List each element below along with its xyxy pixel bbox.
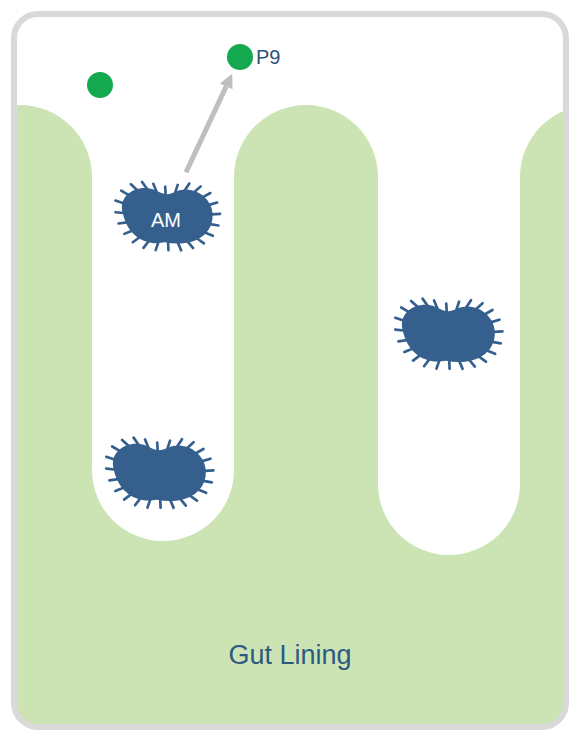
bacterium-pilus (124, 231, 132, 234)
bacterium-pilus (424, 359, 429, 366)
bacterium-pilus (156, 242, 159, 250)
bacterium-pilus (188, 242, 193, 248)
bacterium-pilus (413, 355, 420, 360)
bacterium-pilus (131, 184, 137, 190)
bacterium-body (402, 305, 495, 362)
peptide-dot-fill (227, 44, 253, 70)
bacterium-body (122, 188, 213, 244)
bacterium-pilus (205, 469, 214, 472)
bacterium-pilus (203, 193, 210, 197)
bacterium-pilus (404, 349, 412, 352)
bacterium-pilus (210, 224, 218, 225)
bacterium-pilus (142, 182, 147, 189)
bacterium-pilus (170, 500, 173, 508)
gut-background (14, 14, 566, 727)
bacterium (106, 438, 213, 508)
bacterium (395, 299, 502, 369)
gut-lining: Gut Lining (14, 100, 566, 727)
bacterium-pilus (122, 440, 128, 446)
bacterium-pilus (209, 203, 217, 205)
bacterium-pilus (212, 213, 220, 216)
bacterium-pilus (147, 499, 150, 507)
bacterium-pilus (159, 499, 162, 508)
bacterium-pilus (144, 241, 149, 248)
bacterium-pilus (167, 242, 170, 250)
bacterium-body (113, 444, 206, 501)
bacterium-pilus (124, 494, 131, 499)
bacterium-pilus (121, 191, 128, 195)
bacterium-pilus (178, 243, 181, 251)
bacterium-pilus (423, 299, 428, 306)
bacterium-pilus (395, 318, 403, 321)
bacterium-pilus (485, 310, 493, 314)
bacterium: AM (108, 175, 224, 255)
bacterium-pilus (448, 360, 451, 369)
bacterium-pilus (205, 233, 213, 236)
crypt-bottom (92, 399, 234, 541)
bacterium-pilus (112, 446, 119, 450)
bacterium-pilus (115, 488, 123, 491)
bacterium-pilus (194, 186, 200, 192)
bacterium-pilus (203, 481, 212, 482)
bacterium-pilus (479, 357, 486, 362)
lumen-ground (14, 14, 566, 727)
bacterium-pilus (119, 222, 127, 223)
bacterium-pilus (187, 442, 193, 448)
bacterium-pilus (106, 457, 114, 460)
bacterium-pilus (198, 490, 206, 493)
bacterium-pilus (196, 449, 204, 453)
bacterium-pilus (180, 499, 186, 506)
bacterium-pilus (109, 479, 118, 480)
bacterium-pilus (135, 498, 140, 505)
bacterium-pilus (436, 360, 439, 368)
lining-label: Gut Lining (228, 640, 351, 671)
bacterium-pilus (134, 438, 139, 445)
bacterium-pilus (190, 496, 197, 501)
bacterium-pilus (487, 351, 495, 354)
bacterium-pilus (115, 201, 123, 204)
peptide-dot: P9 (227, 43, 282, 71)
bacterium-pilus (494, 330, 503, 333)
crypt-bottom (378, 413, 520, 555)
peptide-label: P9 (256, 46, 282, 69)
villus-top (234, 105, 378, 249)
peptide-dot-shape (227, 44, 253, 70)
bacterium-pilus (492, 342, 501, 343)
arrow-head (220, 74, 233, 90)
bacterium-pilus (411, 301, 417, 307)
villus-top (14, 105, 92, 249)
bacterium-pilus (466, 300, 471, 307)
bacterium-pilus (469, 360, 475, 367)
bacterium-pilus (133, 237, 140, 242)
bacterium-pilus (197, 238, 204, 243)
bacterium-pilus (202, 459, 210, 461)
peptide-dot (87, 72, 113, 98)
lining-base (14, 177, 566, 727)
secretion-arrow (186, 86, 226, 172)
bacterium-pilus (491, 320, 499, 322)
bacterium-pilus (476, 303, 482, 309)
bacterium-pilus (398, 340, 407, 341)
bacterium-pilus (401, 307, 408, 311)
frame (14, 14, 566, 727)
villus-top (520, 105, 566, 249)
bacterium-pilus (185, 183, 190, 190)
bacterium-pilus (177, 439, 182, 446)
bacterium-pilus (459, 361, 462, 369)
bacterium-label: AM (151, 209, 181, 232)
